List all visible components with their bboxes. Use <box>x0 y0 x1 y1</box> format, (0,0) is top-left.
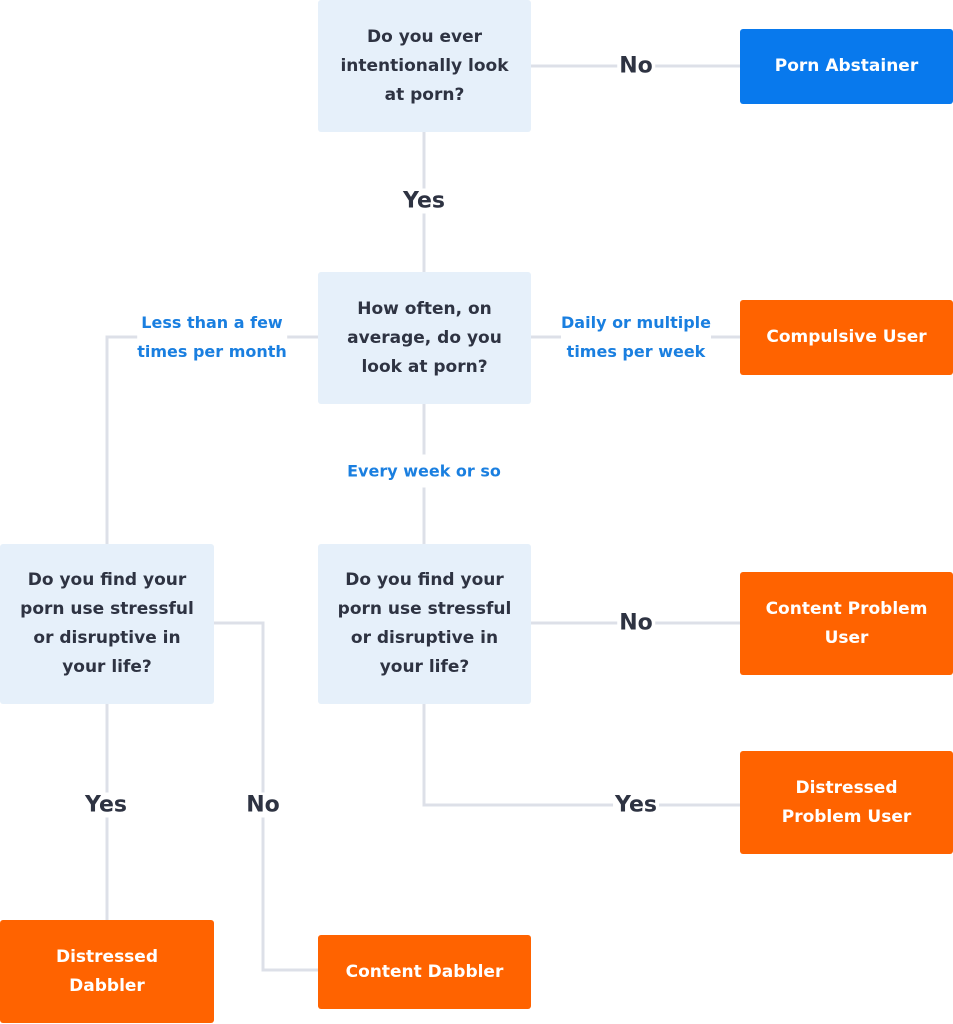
question-text: How often, on average, do you look at po… <box>347 298 502 377</box>
line-middle-to-distressed-problem <box>422 704 740 807</box>
label-q1-no: No <box>617 53 655 79</box>
result-text: Distressed Dabbler <box>55 946 159 996</box>
label-left-no: No <box>244 792 282 818</box>
question-text: Do you ever intentionally look at porn? <box>340 26 509 105</box>
question-text: Do you find your porn use stressful or d… <box>20 570 194 677</box>
result-text: Compulsive User <box>766 327 927 347</box>
result-text: Content Dabbler <box>345 961 504 982</box>
label-left-yes: Yes <box>83 792 129 818</box>
question-intentional-viewing: Do you ever intentionally look at porn? <box>318 0 531 132</box>
label-frequency-mid: Every week or so <box>347 454 501 488</box>
result-content-problem-user: Content Problem User <box>740 572 953 675</box>
label-middle-yes: Yes <box>613 792 659 818</box>
result-content-dabbler: Content Dabbler <box>318 935 531 1009</box>
question-stressful-middle: Do you find your porn use stressful or d… <box>318 544 531 704</box>
result-text: Porn Abstainer <box>774 56 919 76</box>
label-q1-yes: Yes <box>401 188 447 214</box>
result-compulsive-user: Compulsive User <box>740 300 953 375</box>
result-text: Content Problem User <box>765 598 928 648</box>
result-distressed-problem-user: Distressed Problem User <box>740 751 953 854</box>
label-middle-no: No <box>617 610 655 636</box>
label-frequency-high: Daily or multiple times per week <box>561 308 711 366</box>
label-frequency-low: Less than a few times per month <box>137 308 287 366</box>
result-text: Distressed Problem User <box>781 777 912 827</box>
result-porn-abstainer: Porn Abstainer <box>740 29 953 104</box>
question-text: Do you find your porn use stressful or d… <box>337 570 512 677</box>
line-q2-to-left-question <box>105 335 318 544</box>
result-distressed-dabbler: Distressed Dabbler <box>0 920 214 1023</box>
question-stressful-left: Do you find your porn use stressful or d… <box>0 544 214 704</box>
question-frequency: How often, on average, do you look at po… <box>318 272 531 404</box>
